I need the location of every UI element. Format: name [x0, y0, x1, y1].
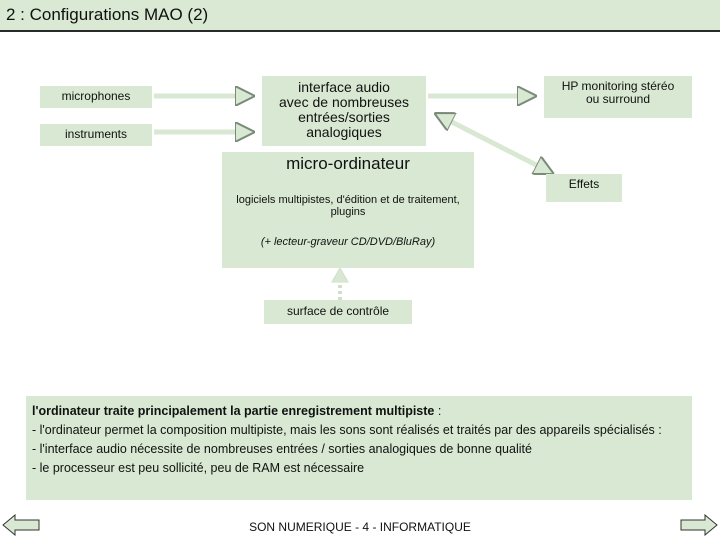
page-title: 2 : Configurations MAO (2)	[6, 5, 209, 24]
arrow-surface-head	[331, 266, 349, 283]
summary-intro-bold: l'ordinateur traite principalement la pa…	[32, 404, 435, 418]
control-surface-label: surface de contrôle	[286, 304, 390, 318]
summary-line: - l'ordinateur permet la composition mul…	[32, 423, 662, 437]
arrow-left-icon[interactable]	[2, 513, 40, 537]
control-surface-box: surface de contrôle	[264, 300, 412, 324]
summary-line: - le processeur est peu sollicité, peu d…	[32, 461, 365, 475]
computer-box: micro-ordinateur logiciels multipistes, …	[222, 152, 474, 268]
hp-line: HP monitoring stéréo	[561, 79, 675, 93]
interface-line: entrées/sorties	[298, 109, 390, 125]
summary-line: - l'interface audio nécessite de nombreu…	[32, 442, 532, 456]
hp-monitoring-box: HP monitoring stéréo ou surround	[544, 76, 692, 118]
arrow-interface-effects	[444, 118, 546, 170]
summary-intro-rest: :	[434, 404, 442, 418]
computer-software-text: logiciels multipistes, d'édition et de t…	[236, 194, 460, 218]
instruments-label: instruments	[64, 127, 128, 141]
effects-label: Effets	[568, 177, 600, 191]
interface-line: analogiques	[306, 124, 382, 140]
summary-intro: l'ordinateur traite principalement la pa…	[32, 402, 686, 421]
summary-box: l'ordinateur traite principalement la pa…	[26, 396, 692, 500]
hp-line: ou surround	[585, 92, 651, 106]
arrow-right-icon[interactable]	[680, 513, 718, 537]
microphones-box: microphones	[40, 86, 152, 108]
interface-line: interface audio	[298, 79, 390, 95]
computer-title: micro-ordinateur	[286, 154, 410, 173]
audio-interface-box: interface audio avec de nombreuses entré…	[262, 76, 426, 146]
microphones-label: microphones	[61, 89, 131, 103]
title-bar: 2 : Configurations MAO (2)	[0, 0, 720, 32]
computer-drive-text: (+ lecteur-graveur CD/DVD/BluRay)	[260, 236, 436, 248]
interface-line: avec de nombreuses	[279, 94, 409, 110]
instruments-box: instruments	[40, 124, 152, 146]
effects-box: Effets	[546, 174, 622, 202]
footer-text: SON NUMERIQUE - 4 - INFORMATIQUE	[249, 520, 471, 534]
